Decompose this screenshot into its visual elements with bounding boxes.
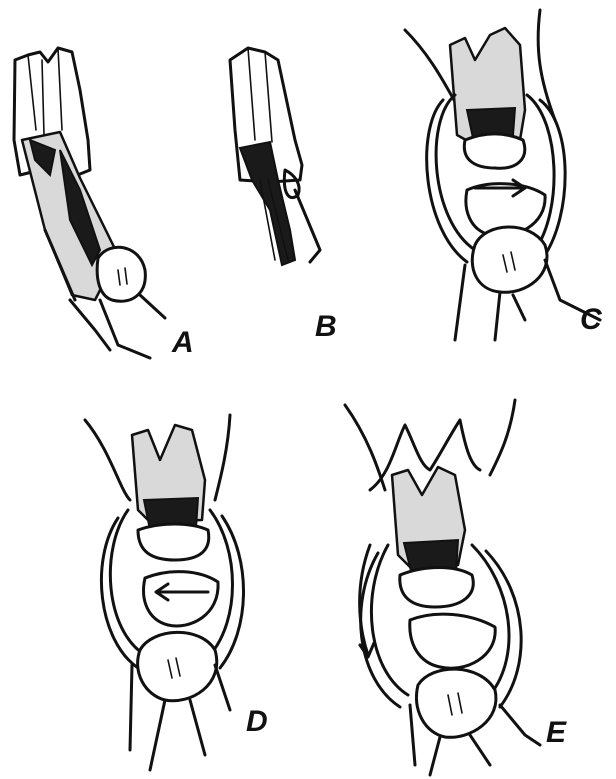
panel-label-a: A [172, 328, 194, 358]
panel-e-drawing [340, 395, 616, 779]
panel-a-drawing [0, 0, 200, 370]
panel-label-b: B [315, 312, 337, 342]
panel-e [340, 395, 616, 779]
panel-b-drawing [210, 30, 340, 310]
panel-label-d: D [246, 707, 268, 737]
panel-label-c: C [580, 305, 602, 335]
panel-a [0, 0, 200, 370]
panel-label-e: E [546, 718, 566, 748]
panel-b [210, 30, 340, 310]
